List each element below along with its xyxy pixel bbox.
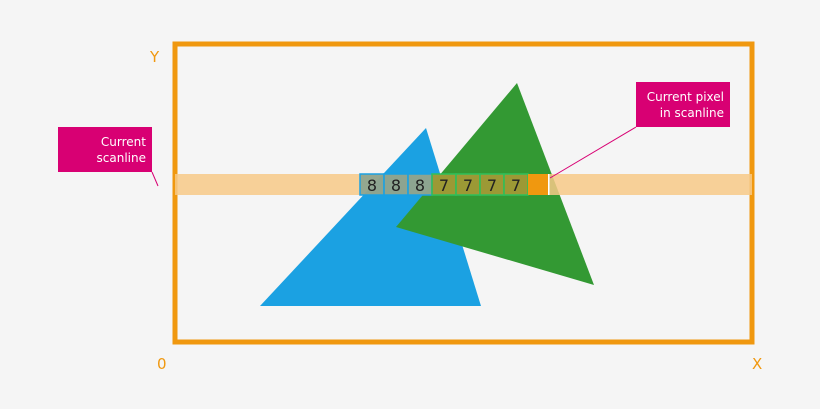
scanline-callout	[58, 127, 152, 172]
scanline-cell-value: 8	[391, 176, 401, 195]
blue-triangle	[260, 128, 481, 306]
scanline-cell-value: 7	[487, 176, 497, 195]
scanline-callout-line1: Current	[101, 135, 146, 149]
pixel-callout	[636, 82, 730, 127]
y-axis-label: Y	[149, 48, 160, 66]
scanline-callout-pointer	[151, 171, 159, 187]
scanline-cell-value: 8	[415, 176, 425, 195]
pixel-callout-pointer	[549, 126, 637, 179]
scanline-cell-value: 7	[511, 176, 521, 195]
scanline-callout-line2: scanline	[97, 151, 146, 165]
pixel-callout-line1: Current pixel	[647, 90, 724, 104]
origin-label: 0	[157, 355, 167, 373]
current-pixel	[528, 174, 548, 195]
x-axis-label: X	[752, 355, 762, 373]
pixel-divider	[548, 174, 550, 195]
scanline-cell-value: 7	[439, 176, 449, 195]
scanline-cell-value: 7	[463, 176, 473, 195]
scanline-cell-value: 8	[367, 176, 377, 195]
pixel-callout-line2: in scanline	[660, 106, 724, 120]
